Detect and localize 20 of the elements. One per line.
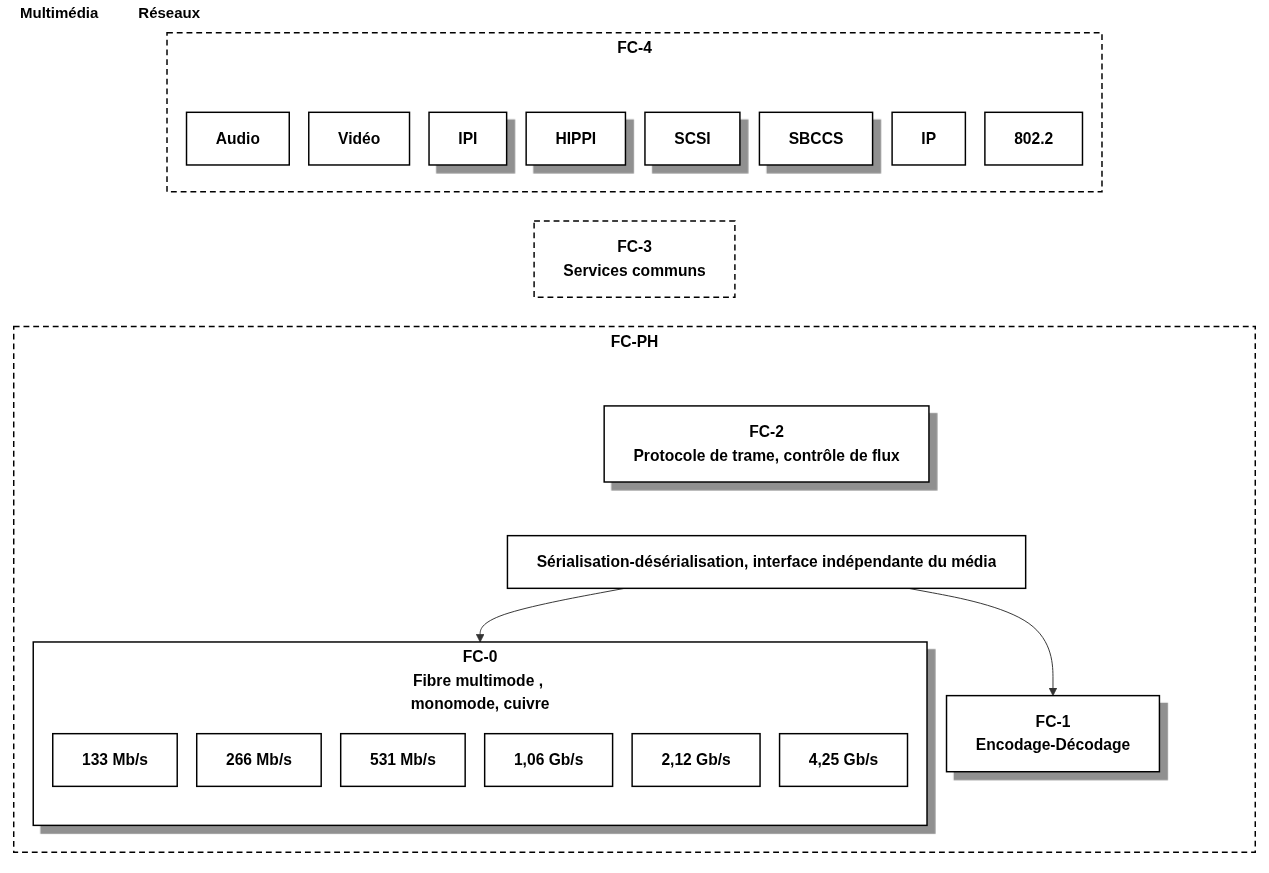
node-box: 802.2 <box>984 111 1084 166</box>
node-box: SCSI <box>644 111 741 166</box>
node-box: IP <box>891 111 967 166</box>
node-box: HIPPI <box>525 111 627 166</box>
node-box: Sérialisation-désérialisation, interface indépendante du média <box>506 534 1027 590</box>
node-box: Vidéo <box>308 111 411 166</box>
node-box: FC-3 Services communs <box>533 220 736 298</box>
group-label: Multimédia <box>20 4 99 21</box>
group-label: Réseaux <box>138 4 201 21</box>
node-box: 531 Mb/s <box>339 732 466 788</box>
node-box: 266 Mb/s <box>196 732 322 788</box>
node-box: IPI <box>428 111 508 166</box>
node-box: FC-2 Protocole de trame, contrôle de flux <box>603 405 930 483</box>
node-box: SBCCS <box>758 111 874 166</box>
node-box: 1,06 Gb/s <box>483 732 614 788</box>
node-box: FC-1 Encodage-Décodage <box>945 694 1161 773</box>
node-box: 2,12 Gb/s <box>631 732 761 788</box>
node-box: Audio <box>185 111 290 166</box>
node-box: 4,25 Gb/s <box>778 732 909 788</box>
node-box: 133 Mb/s <box>52 732 178 788</box>
